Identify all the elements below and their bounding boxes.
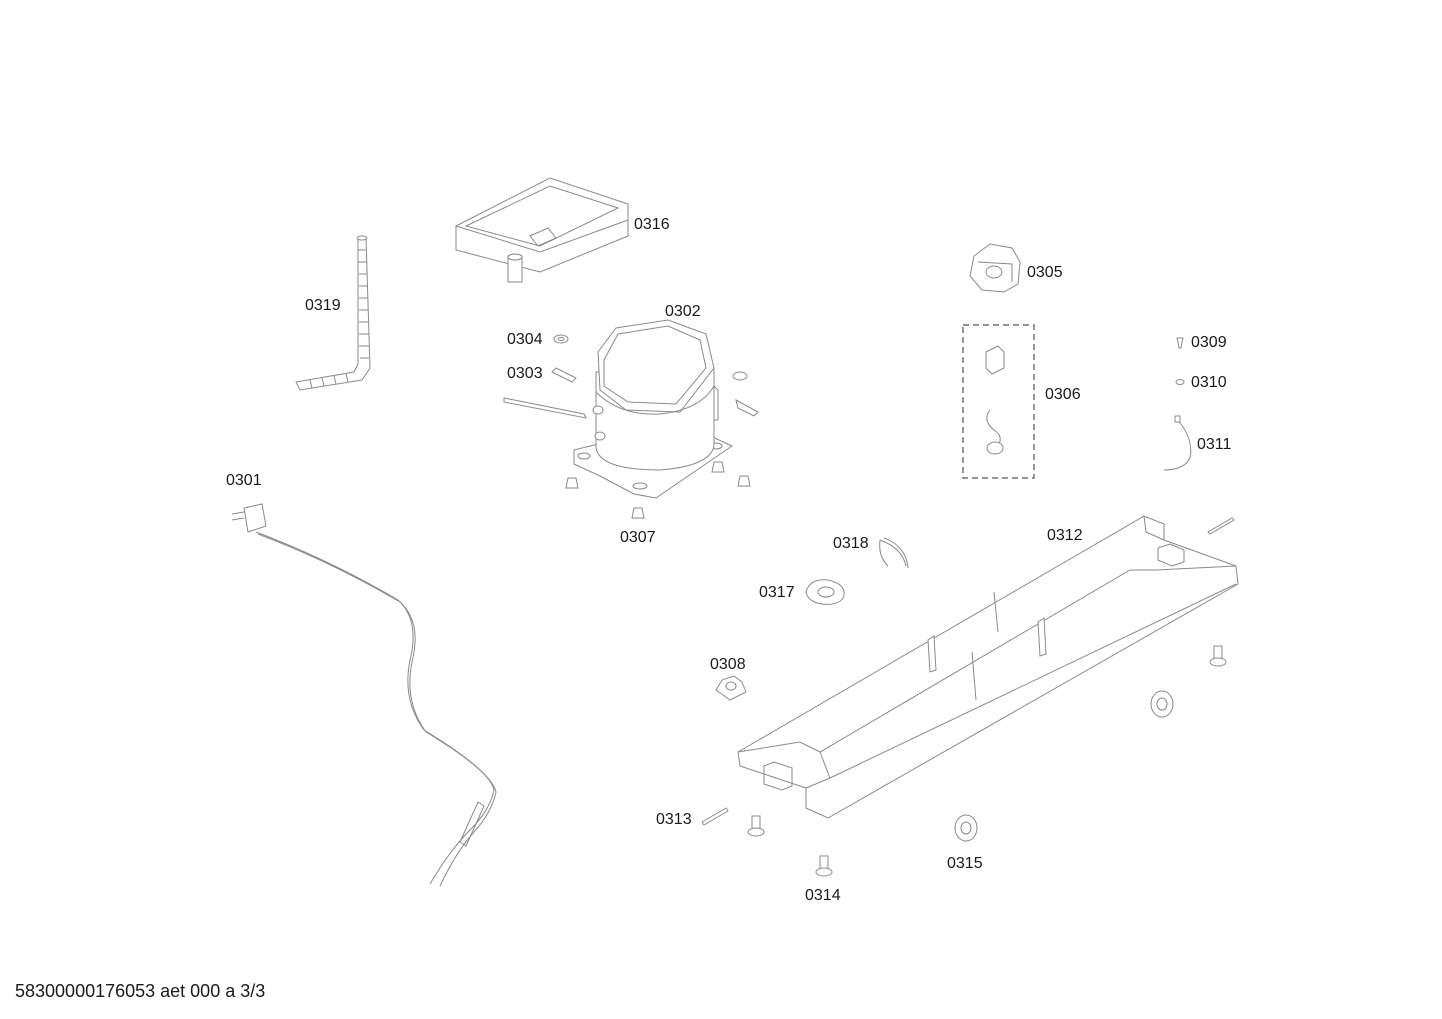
drip-tray-drawing: [455, 177, 629, 283]
clip-and-washer-drawing: [551, 334, 759, 417]
retaining-ring-drawing: [879, 537, 909, 569]
relay-cover-drawing: [969, 243, 1021, 293]
relay-kit-group-drawing: [962, 324, 1035, 479]
callout-0302: 0302: [665, 303, 701, 320]
callout-0317: 0317: [759, 584, 795, 601]
callout-0307: 0307: [620, 529, 656, 546]
clamp-ring-drawing: [805, 579, 845, 605]
compressor-drawing: [503, 319, 734, 499]
corrugated-hose-drawing: [295, 235, 371, 391]
callout-0309: 0309: [1191, 334, 1227, 351]
base-frame-drawing: [737, 515, 1239, 819]
callout-0313: 0313: [656, 811, 692, 828]
small-fasteners-drawing: [1163, 337, 1192, 471]
callout-0310: 0310: [1191, 374, 1227, 391]
callout-0316: 0316: [634, 216, 670, 233]
grommets-drawing: [565, 461, 751, 519]
callout-0319: 0319: [305, 297, 341, 314]
power-cord-drawing: [231, 503, 497, 887]
rollers-drawing: [954, 690, 1174, 842]
callout-0311: 0311: [1197, 436, 1232, 453]
callout-0318: 0318: [833, 535, 869, 552]
callout-0312: 0312: [1047, 527, 1083, 544]
pins-and-bolts-drawing: [701, 517, 1235, 877]
callout-0303: 0303: [507, 365, 543, 382]
callout-0304: 0304: [507, 331, 543, 348]
pipe-clamp-drawing: [715, 675, 747, 701]
callout-0305: 0305: [1027, 264, 1063, 281]
document-id: 58300000176053 aet 000 a 3/3: [15, 981, 266, 1001]
callout-0315: 0315: [947, 855, 983, 872]
callout-0308: 0308: [710, 656, 746, 673]
callout-0301: 0301: [226, 472, 262, 489]
callout-0306: 0306: [1045, 386, 1081, 403]
callout-0314: 0314: [805, 887, 841, 904]
